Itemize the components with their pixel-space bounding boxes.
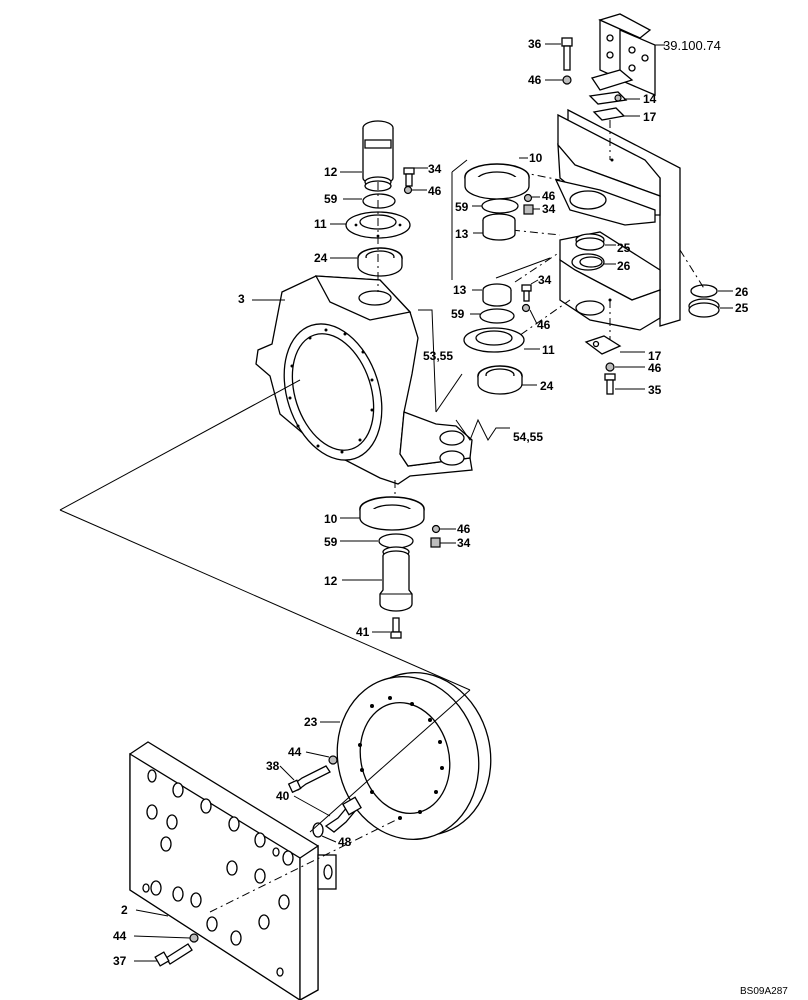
label-34-lower: 34 [457,536,471,550]
label-3: 3 [238,292,245,306]
bolt-40 [324,796,362,833]
label-41: 41 [356,625,370,639]
washer-46 [562,75,572,85]
label-10-lower: 10 [324,512,338,526]
ring-26-upper [579,256,603,268]
label-23: 23 [304,715,318,729]
seal-59-lower-right [479,308,515,324]
label-34-mid: 34 [538,273,552,287]
mounting-frame [554,108,681,331]
mounting-plate-2 [129,741,337,1000]
washer-46-lower [605,362,615,372]
label-34-upper: 34 [428,162,442,176]
ref-label-39-100-74: 39.100.74 [663,38,721,53]
bolt-36 [561,37,573,71]
bolt-34-upper [403,167,415,187]
seal-59-lower [378,533,414,549]
label-13-lower: 13 [453,283,467,297]
label-17-lower: 17 [648,349,662,363]
flange-11-lower [463,327,525,353]
figure-code: BS09A287 [740,986,788,997]
label-12-upper: 12 [324,165,338,179]
label-44-upper: 44 [288,745,302,759]
label-24-upper: 24 [314,251,328,265]
label-38: 38 [266,759,280,773]
label-59-lower: 59 [324,535,338,549]
label-59-upper-right: 59 [455,200,469,214]
label-59-lower-right: 59 [451,307,465,321]
label-46-upper-right: 46 [542,189,556,203]
bushing-13-upper [482,213,516,241]
label-46-frame: 46 [648,361,662,375]
bearing-24-lower [477,365,523,395]
label-53-55: 53,55 [423,349,453,363]
slewing-ring-23 [336,672,492,840]
label-48: 48 [338,835,352,849]
label-46: 46 [528,73,542,87]
label-44-lower: 44 [113,929,127,943]
bolt-37 [154,943,193,967]
label-11-lower: 11 [542,343,555,357]
top-bracket [590,13,656,96]
bolt-41 [390,617,402,639]
label-54-55: 54,55 [513,430,543,444]
plate-17-lower [584,335,622,355]
label-46-lower: 46 [457,522,471,536]
label-12-lower: 12 [324,574,338,588]
label-25-upper: 25 [617,241,631,255]
label-40: 40 [276,789,290,803]
king-pin-12-lower [379,546,413,612]
label-26-upper: 26 [617,259,631,273]
label-35: 35 [648,383,662,397]
label-26-right: 26 [735,285,749,299]
label-14: 14 [643,92,657,106]
king-pin-12-upper [362,120,394,192]
label-10-upper: 10 [529,151,543,165]
seal-59-upper-right [481,198,519,214]
ring-26-right [690,284,718,298]
label-34-upper-right: 34 [542,202,556,216]
label-36: 36 [528,37,542,51]
label-25-right: 25 [735,301,749,315]
washer-44-lower [189,933,199,943]
flange-10-lower [359,496,425,531]
steering-knuckle-3 [255,275,473,485]
bolt-38 [287,765,331,794]
label-24-lower: 24 [540,379,554,393]
bolt-34-mid [521,284,532,302]
bolt-35 [604,373,616,395]
label-13-upper: 13 [455,227,469,241]
label-17-top: 17 [643,110,657,124]
label-37: 37 [113,954,127,968]
seal-59-upper-left [362,193,396,209]
label-46-mid: 46 [537,318,551,332]
label-59-upper-left: 59 [324,192,338,206]
label-11-upper: 11 [314,217,327,231]
washer-44-upper [328,755,338,765]
label-46-upper: 46 [428,184,442,198]
bushing-13-lower [482,283,512,307]
bearing-24-upper [357,247,403,277]
plate-17 [592,107,626,121]
label-2: 2 [121,903,128,917]
